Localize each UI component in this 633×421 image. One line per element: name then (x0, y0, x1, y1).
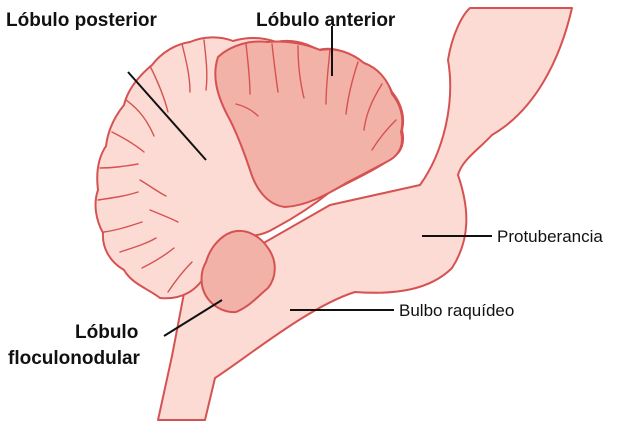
label-flocculonodular-line2: floculonodular (8, 348, 141, 369)
label-anterior-lobe: Lóbulo anterior (256, 10, 396, 31)
label-flocculonodular-line1: Lóbulo (75, 322, 138, 343)
label-medulla: Bulbo raquídeo (399, 301, 514, 320)
label-pons: Protuberancia (497, 227, 603, 246)
label-posterior-lobe: Lóbulo posterior (6, 10, 158, 31)
